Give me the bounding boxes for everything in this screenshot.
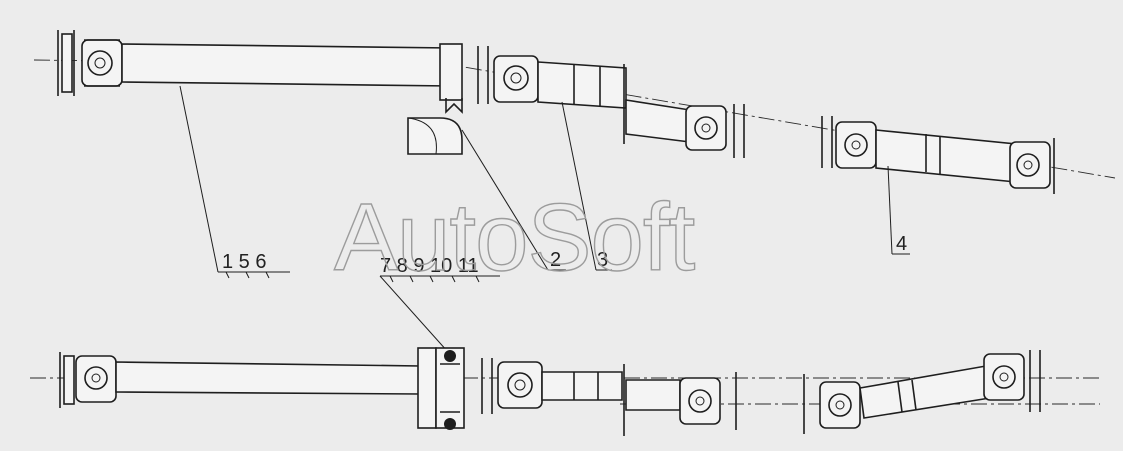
callout-3: 3 (597, 249, 608, 271)
top-center-bearing (407, 43, 463, 155)
bottom-middle-shaft (541, 371, 623, 401)
top-middle-joint (477, 46, 539, 104)
bottom-center-bearing (417, 347, 465, 430)
bottom-long-shaft (115, 361, 421, 395)
top-right-joint (685, 104, 745, 158)
bottom-left-joint (59, 352, 117, 408)
top-short-shaft (625, 99, 691, 143)
top-assembly (33, 30, 1116, 194)
shaft-4-assembly (821, 116, 1055, 194)
bottom-right-joint (679, 372, 737, 430)
top-left-joint (57, 30, 123, 96)
callout-2: 2 (550, 249, 561, 271)
bottom-angled-shaft (803, 350, 1041, 434)
top-middle-shaft (537, 61, 627, 109)
callout-4: 4 (896, 233, 907, 255)
watermark: AutoSoft (334, 184, 695, 291)
bottom-middle-joint (481, 358, 543, 414)
leaders (179, 85, 910, 353)
bottom-assembly (30, 347, 1100, 436)
bottom-short-shaft (625, 379, 681, 411)
top-long-shaft (121, 43, 453, 87)
callout-group-1-5-6: 1 5 6 (222, 251, 266, 273)
callout-group-7-11: 7 8 9 10 11 (380, 255, 479, 277)
